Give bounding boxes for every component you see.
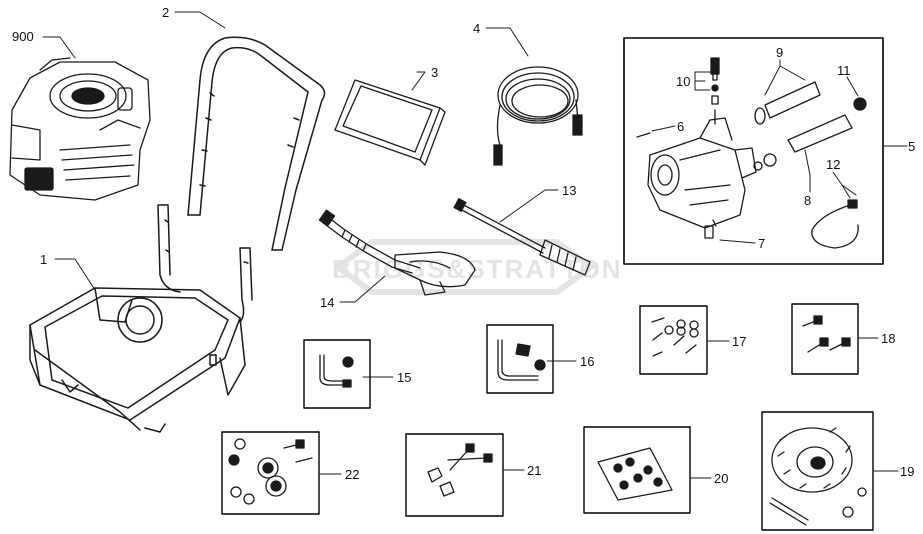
kit-box-21: [405, 433, 504, 517]
label-part-21: 21: [527, 463, 542, 478]
label-part-11: 11: [837, 63, 851, 78]
engine-part-900: [9, 57, 151, 201]
label-part-4: 4: [473, 21, 481, 36]
label-part-10: 10: [676, 74, 691, 89]
label-part-13: 13: [562, 183, 577, 198]
label-part-5: 5: [908, 139, 916, 154]
watermark-bowtie-shape: [332, 239, 597, 295]
label-part-16: 16: [580, 354, 595, 369]
spray-gun-part-14: [318, 209, 476, 296]
label-part-19: 19: [900, 464, 915, 479]
kit-box-22: [221, 431, 320, 515]
label-part-1: 1: [40, 252, 48, 267]
label-part-18: 18: [881, 331, 896, 346]
kit-box-16: [486, 324, 554, 394]
label-part-2: 2: [162, 5, 170, 20]
kit-box-18: [791, 303, 859, 375]
manual-part-3: [334, 79, 446, 166]
label-part-3: 3: [431, 65, 439, 80]
kit-box-17: [639, 305, 708, 375]
label-part-900: 900: [12, 29, 34, 44]
kit-box-15: [303, 339, 371, 409]
pump-kit-box: [623, 37, 884, 265]
kit-box-19: [761, 411, 874, 531]
label-part-6: 6: [677, 119, 685, 134]
frame-part-1: [29, 204, 253, 433]
leader-lines: [42, 11, 908, 479]
label-part-12: 12: [826, 157, 841, 172]
label-part-7: 7: [758, 236, 766, 251]
hose-part-4: [493, 66, 583, 166]
label-part-17: 17: [732, 334, 747, 349]
handle-part-2: [187, 36, 326, 251]
kit-box-20: [583, 426, 691, 514]
watermark-logo: BRIGGS&STRATTON: [332, 238, 623, 296]
label-part-14: 14: [320, 295, 335, 310]
label-part-15: 15: [397, 370, 412, 385]
label-part-20: 20: [714, 471, 729, 486]
pump-part-5: [636, 57, 867, 249]
label-part-8: 8: [804, 193, 812, 208]
watermark-text: BRIGGS&STRATTON: [332, 254, 623, 284]
wand-part-13: [453, 198, 591, 276]
label-part-22: 22: [345, 467, 360, 482]
label-part-9: 9: [776, 45, 784, 60]
